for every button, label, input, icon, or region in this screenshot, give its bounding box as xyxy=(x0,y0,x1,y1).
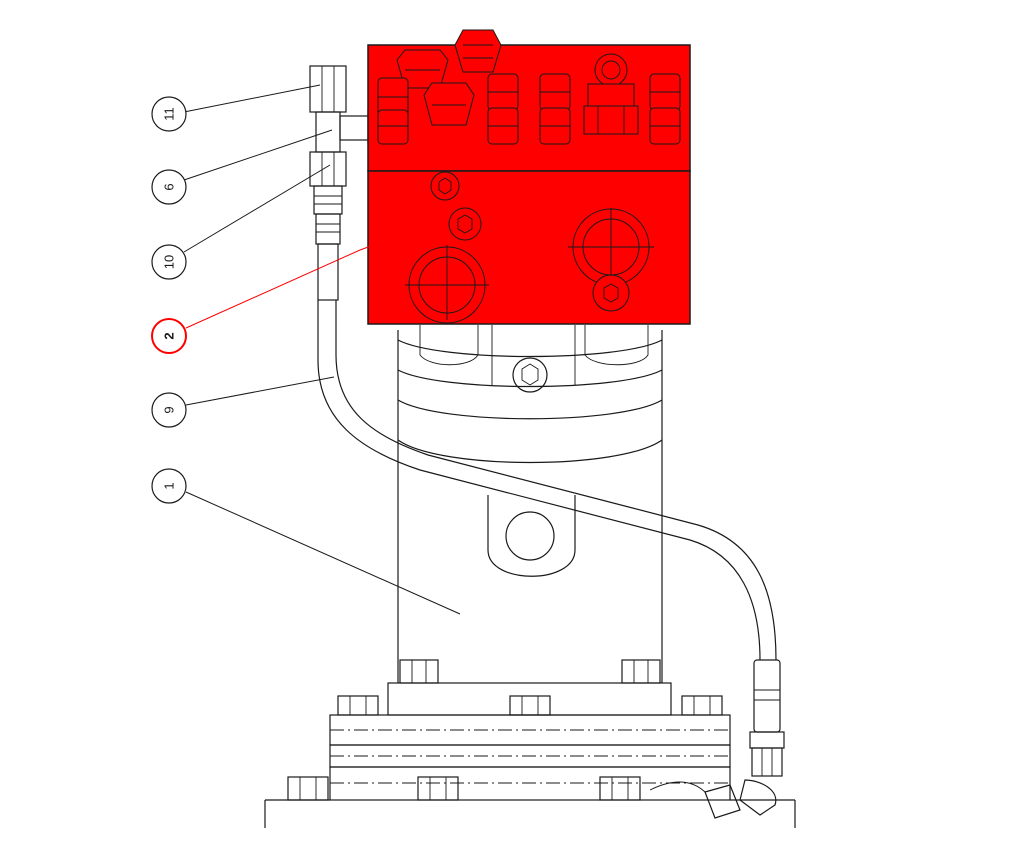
callout-label-2: 2 xyxy=(162,332,177,339)
bolt-heads xyxy=(287,659,723,801)
callout-label-6: 6 xyxy=(162,183,177,190)
fitting-part-10 xyxy=(309,151,347,187)
callout-6: 6 xyxy=(151,169,187,205)
callout-11: 11 xyxy=(151,96,187,132)
valve-block-part-2 xyxy=(367,29,691,325)
callout-2: 2 xyxy=(151,318,187,354)
port-plugs xyxy=(377,73,681,145)
callout-10: 10 xyxy=(151,244,187,280)
fitting-part-11 xyxy=(309,65,347,113)
callout-label-9: 9 xyxy=(162,406,177,413)
block-ports xyxy=(405,171,654,324)
leader-lines xyxy=(183,84,461,615)
tee-part-6 xyxy=(315,111,341,153)
callout-label-10: 10 xyxy=(162,255,177,269)
callout-label-1: 1 xyxy=(162,482,177,489)
hose-part-9 xyxy=(317,300,785,819)
base-cylinder-part-1 xyxy=(264,325,796,828)
callout-label-11: 11 xyxy=(162,107,177,121)
callout-1: 1 xyxy=(151,468,187,504)
relief-valve-cartridge xyxy=(583,53,639,135)
callout-9: 9 xyxy=(151,392,187,428)
